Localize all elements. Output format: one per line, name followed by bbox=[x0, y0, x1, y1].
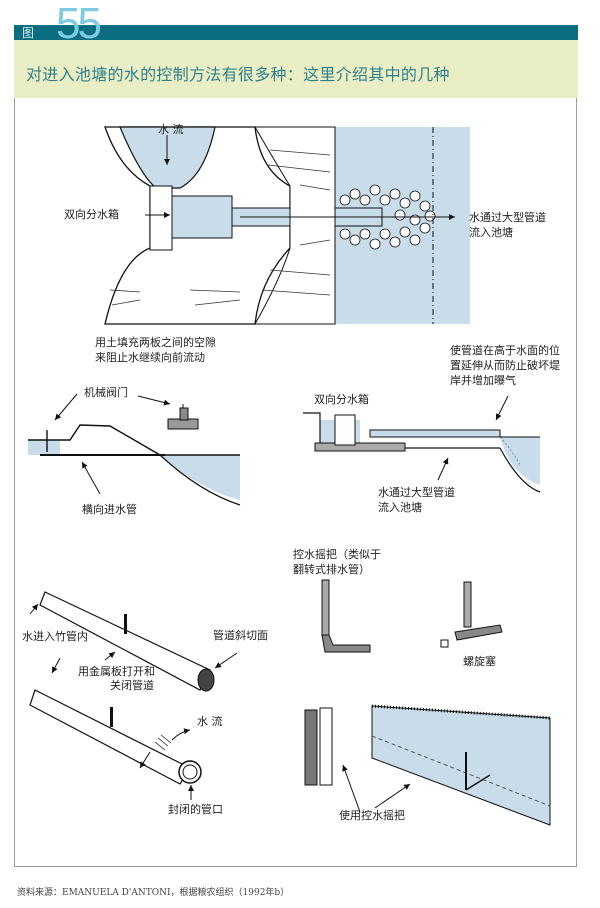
label-screw-plug: 螺旋塞 bbox=[463, 655, 496, 668]
turn-down-pipe-icon bbox=[321, 579, 330, 636]
label-turn-down-1: 控水摇把（类似于 bbox=[293, 548, 381, 561]
closed-end bbox=[178, 760, 202, 784]
label-usage: 使用控水摇把 bbox=[339, 809, 405, 822]
label-valve: 机械阀门 bbox=[84, 386, 128, 399]
dam-profile bbox=[28, 424, 240, 456]
bamboo-pipe-upper bbox=[39, 591, 211, 691]
label-flow: 水 流 bbox=[197, 715, 223, 728]
header-bar bbox=[14, 25, 578, 40]
figure-title: 对进入池塘的水的控制方法有很多种：这里介绍其中的几种 bbox=[26, 65, 450, 84]
figure-number: 55 bbox=[56, 0, 102, 48]
post-left bbox=[304, 709, 318, 786]
screw-plug-pipe-icon bbox=[463, 581, 472, 628]
valve-diagram bbox=[28, 393, 241, 506]
concrete-base bbox=[314, 442, 406, 452]
pond-bank bbox=[371, 705, 551, 826]
splitter-box-2 bbox=[334, 414, 356, 446]
embankment-right bbox=[254, 126, 336, 325]
splitter-wall bbox=[149, 185, 173, 251]
label-outlet-2: 流入池塘 bbox=[469, 226, 513, 239]
figure-frame bbox=[14, 98, 577, 867]
label-metal-plate-2: 关闭管道 bbox=[110, 679, 154, 692]
label-closed-end: 封闭的管口 bbox=[168, 803, 223, 816]
bamboo-pipe-lower bbox=[29, 689, 191, 785]
label-bamboo-inlet: 水进入竹管内 bbox=[22, 630, 88, 643]
label-outlet-1: 水通过大型管道 bbox=[469, 211, 546, 224]
label-metal-plate-1: 用金属板打开和 bbox=[78, 665, 155, 678]
label-water-flow: 水 流 bbox=[158, 123, 184, 136]
label-fill-note-1: 用土填充两板之间的空隙 bbox=[95, 336, 216, 349]
top-diagram bbox=[104, 126, 470, 325]
label-extension-1: 使管道在高于水面的位 bbox=[450, 344, 560, 357]
label-transverse-pipe: 横向进水管 bbox=[82, 503, 137, 516]
figure-label: 图 bbox=[22, 26, 35, 40]
label-extension-3: 岸并增加曝气 bbox=[450, 374, 516, 387]
label-fill-note-2: 来阻止水继续向前流动 bbox=[95, 351, 205, 364]
label-outlet-2-1: 水通过大型管道 bbox=[378, 486, 455, 499]
label-turn-down-2: 翻转式排水管） bbox=[293, 563, 370, 576]
splitter-box bbox=[171, 195, 233, 239]
bamboo-pipe-diagram bbox=[29, 591, 238, 800]
bevel-end bbox=[197, 668, 215, 692]
elevated-pipe-diagram bbox=[303, 395, 541, 493]
label-extension-2: 置延伸从而防止破坏堤 bbox=[450, 359, 560, 372]
label-splitter-box: 双向分水箱 bbox=[64, 208, 119, 221]
label-outlet-2-2: 流入池塘 bbox=[378, 501, 422, 514]
source-note: 资料来源：EMANUELA D'ANTONI，根据粮农组织（1992年b） bbox=[17, 888, 290, 898]
elevated-pipe bbox=[369, 429, 501, 438]
label-splitter-box-2: 双向分水箱 bbox=[314, 393, 369, 406]
label-bevel: 管道斜切面 bbox=[213, 629, 268, 642]
turn-down-pipe-diagram bbox=[304, 579, 551, 826]
title-box bbox=[14, 40, 578, 98]
post-right bbox=[319, 707, 333, 786]
